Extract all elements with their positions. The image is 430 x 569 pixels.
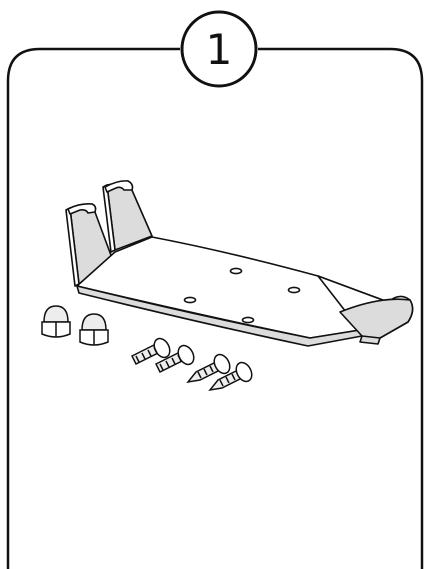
mounting-hole [289, 287, 300, 292]
mounting-hole [185, 297, 196, 302]
mounting-hole [243, 317, 254, 322]
mounting-hole [231, 268, 242, 273]
mounting-bracket [66, 181, 413, 346]
cap-nut-right [80, 314, 108, 345]
cap-nut-left [42, 306, 70, 337]
step-number: 1 [206, 25, 233, 74]
step-number-badge: 1 [182, 12, 256, 86]
